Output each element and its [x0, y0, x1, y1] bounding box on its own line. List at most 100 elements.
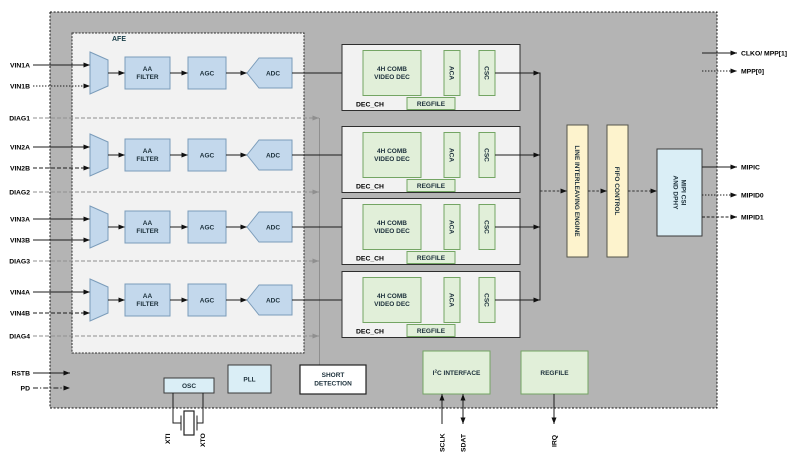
afe-channel-2: VIN2A VIN2B AA FILTER AGC ADC — [10, 133, 363, 177]
regfile-label: REGFILE — [417, 328, 446, 335]
video-dec-block — [362, 132, 422, 178]
aa-filter-label-2: FILTER — [136, 74, 159, 81]
afe-channel-3: VIN3A VIN3B AA FILTER AGC ADC — [10, 205, 363, 249]
short-detection-label-2: DETECTION — [314, 381, 352, 388]
pin-mpp0: MPP[0] — [741, 69, 764, 76]
pin-sdat: SDAT — [461, 433, 468, 452]
input-mux-block — [89, 133, 109, 177]
input-mux-block — [89, 51, 109, 95]
pin-vin1b: VIN1B — [10, 84, 30, 91]
aca-label: ACA — [448, 66, 455, 80]
agc-label: AGC — [200, 225, 215, 232]
pin-mipid1: MIPID1 — [741, 215, 764, 222]
video-dec-label-1: 4H COMB — [377, 148, 407, 155]
pin-diag4: DIAG4 — [9, 334, 30, 341]
dec-ch-4: 4H COMB VIDEO DEC ACA CSC REGFILE DEC_CH — [341, 271, 540, 338]
video-dec-block — [362, 277, 422, 323]
short-detection-label-1: SHORT — [322, 372, 345, 379]
regfile-block — [406, 324, 456, 337]
xti-lead-wire — [172, 393, 181, 424]
mipi-csi-dphy-block — [656, 148, 703, 237]
agc-block — [187, 138, 227, 172]
dec-ch-1: 4H COMB VIDEO DEC ACA CSC REGFILE DEC_CH — [341, 44, 540, 111]
aa-filter-label-2: FILTER — [136, 156, 159, 163]
adc-label: ADC — [266, 153, 280, 160]
short-detection-block — [299, 364, 367, 395]
video-dec-block — [362, 50, 422, 96]
regfile-label: REGFILE — [417, 255, 446, 262]
aca-block — [443, 277, 461, 323]
dec-ch-3: 4H COMB VIDEO DEC ACA CSC REGFILE DEC_CH — [341, 198, 540, 265]
serial-pins: SCLK SDAT IRQ — [439, 394, 559, 452]
pin-vin3a: VIN3A — [10, 217, 30, 224]
input-mux-block — [89, 205, 109, 249]
regfile-label: REGFILE — [417, 183, 446, 190]
mipi-label-2: AND DPHY — [672, 176, 679, 211]
video-dec-label-1: 4H COMB — [377, 66, 407, 73]
aa-filter-label-2: FILTER — [136, 301, 159, 308]
main-regfile-label: REGFILE — [540, 370, 569, 377]
diag-wires — [33, 115, 320, 365]
dec-ch-label: DEC_CH — [356, 329, 384, 336]
pin-vin2a: VIN2A — [10, 145, 30, 152]
input-mux-block — [89, 278, 109, 322]
mipi-csi-dphy-labels: MIPI CSI AND DPHY — [672, 176, 687, 211]
afe-label: AFE — [112, 36, 126, 43]
aca-block — [443, 132, 461, 178]
dec-ch-label: DEC_CH — [356, 102, 384, 109]
aa-filter-block — [124, 56, 171, 90]
dec-ch-label: DEC_CH — [356, 184, 384, 191]
aa-filter-block — [124, 210, 171, 244]
mipi-label-1: MIPI CSI — [680, 179, 687, 205]
pin-diag3: DIAG3 — [9, 259, 30, 266]
pin-mipid0: MIPID0 — [741, 193, 764, 200]
pll-block — [227, 364, 272, 394]
regfile-label: REGFILE — [417, 101, 446, 108]
aa-filter-label-2: FILTER — [136, 228, 159, 235]
aa-filter-label-1: AA — [143, 148, 153, 155]
pin-rstb: RSTB — [11, 371, 30, 378]
crystal-body — [183, 410, 195, 436]
aca-block — [443, 204, 461, 250]
pin-diag2: DIAG2 — [9, 190, 30, 197]
aa-filter-label-1: AA — [143, 220, 153, 227]
video-dec-label-2: VIDEO DEC — [374, 156, 410, 163]
crystal-circuit: XTI XTO — [165, 393, 207, 447]
video-dec-block — [362, 204, 422, 250]
pll-label: PLL — [243, 377, 255, 384]
pin-sclk: SCLK — [440, 433, 447, 452]
i2c-label-post: C INTERFACE — [437, 370, 481, 377]
video-dec-label-1: 4H COMB — [377, 293, 407, 300]
agc-label: AGC — [200, 153, 215, 160]
output-pins: CLKO/ MPP[1] MPP[0] MIPIC MIPID0 MIPID1 — [702, 50, 787, 222]
i2c-label-sup: 2 — [434, 369, 437, 374]
adc-label: ADC — [266, 71, 280, 78]
video-dec-label-2: VIDEO DEC — [374, 301, 410, 308]
regfile-block — [406, 97, 456, 110]
adc-label: ADC — [266, 298, 280, 305]
aa-filter-label-1: AA — [143, 66, 153, 73]
pin-clko-mpp1: CLKO/ MPP[1] — [741, 51, 787, 58]
csc-label: CSC — [483, 66, 490, 80]
pin-vin1a: VIN1A — [10, 63, 30, 70]
xto-lead-wire — [197, 393, 204, 424]
dec-ch-label: DEC_CH — [356, 256, 384, 263]
pin-vin3b: VIN3B — [10, 238, 30, 245]
agc-block — [187, 283, 227, 317]
fifo-control-label: FIFO CONTROL — [613, 167, 620, 216]
pin-diag1: DIAG1 — [9, 116, 30, 123]
adc-label: ADC — [266, 225, 280, 232]
dec-ch-2: 4H COMB VIDEO DEC ACA CSC REGFILE DEC_CH — [341, 126, 540, 193]
regfile-block — [406, 179, 456, 192]
pin-vin2b: VIN2B — [10, 166, 30, 173]
video-dec-label-2: VIDEO DEC — [374, 74, 410, 81]
aa-filter-block — [124, 138, 171, 172]
i2c-label-pre: I — [433, 370, 435, 377]
osc-block — [163, 377, 215, 394]
agc-block — [187, 56, 227, 90]
agc-label: AGC — [200, 71, 215, 78]
pin-vin4b: VIN4B — [10, 311, 30, 318]
video-dec-label-2: VIDEO DEC — [374, 228, 410, 235]
